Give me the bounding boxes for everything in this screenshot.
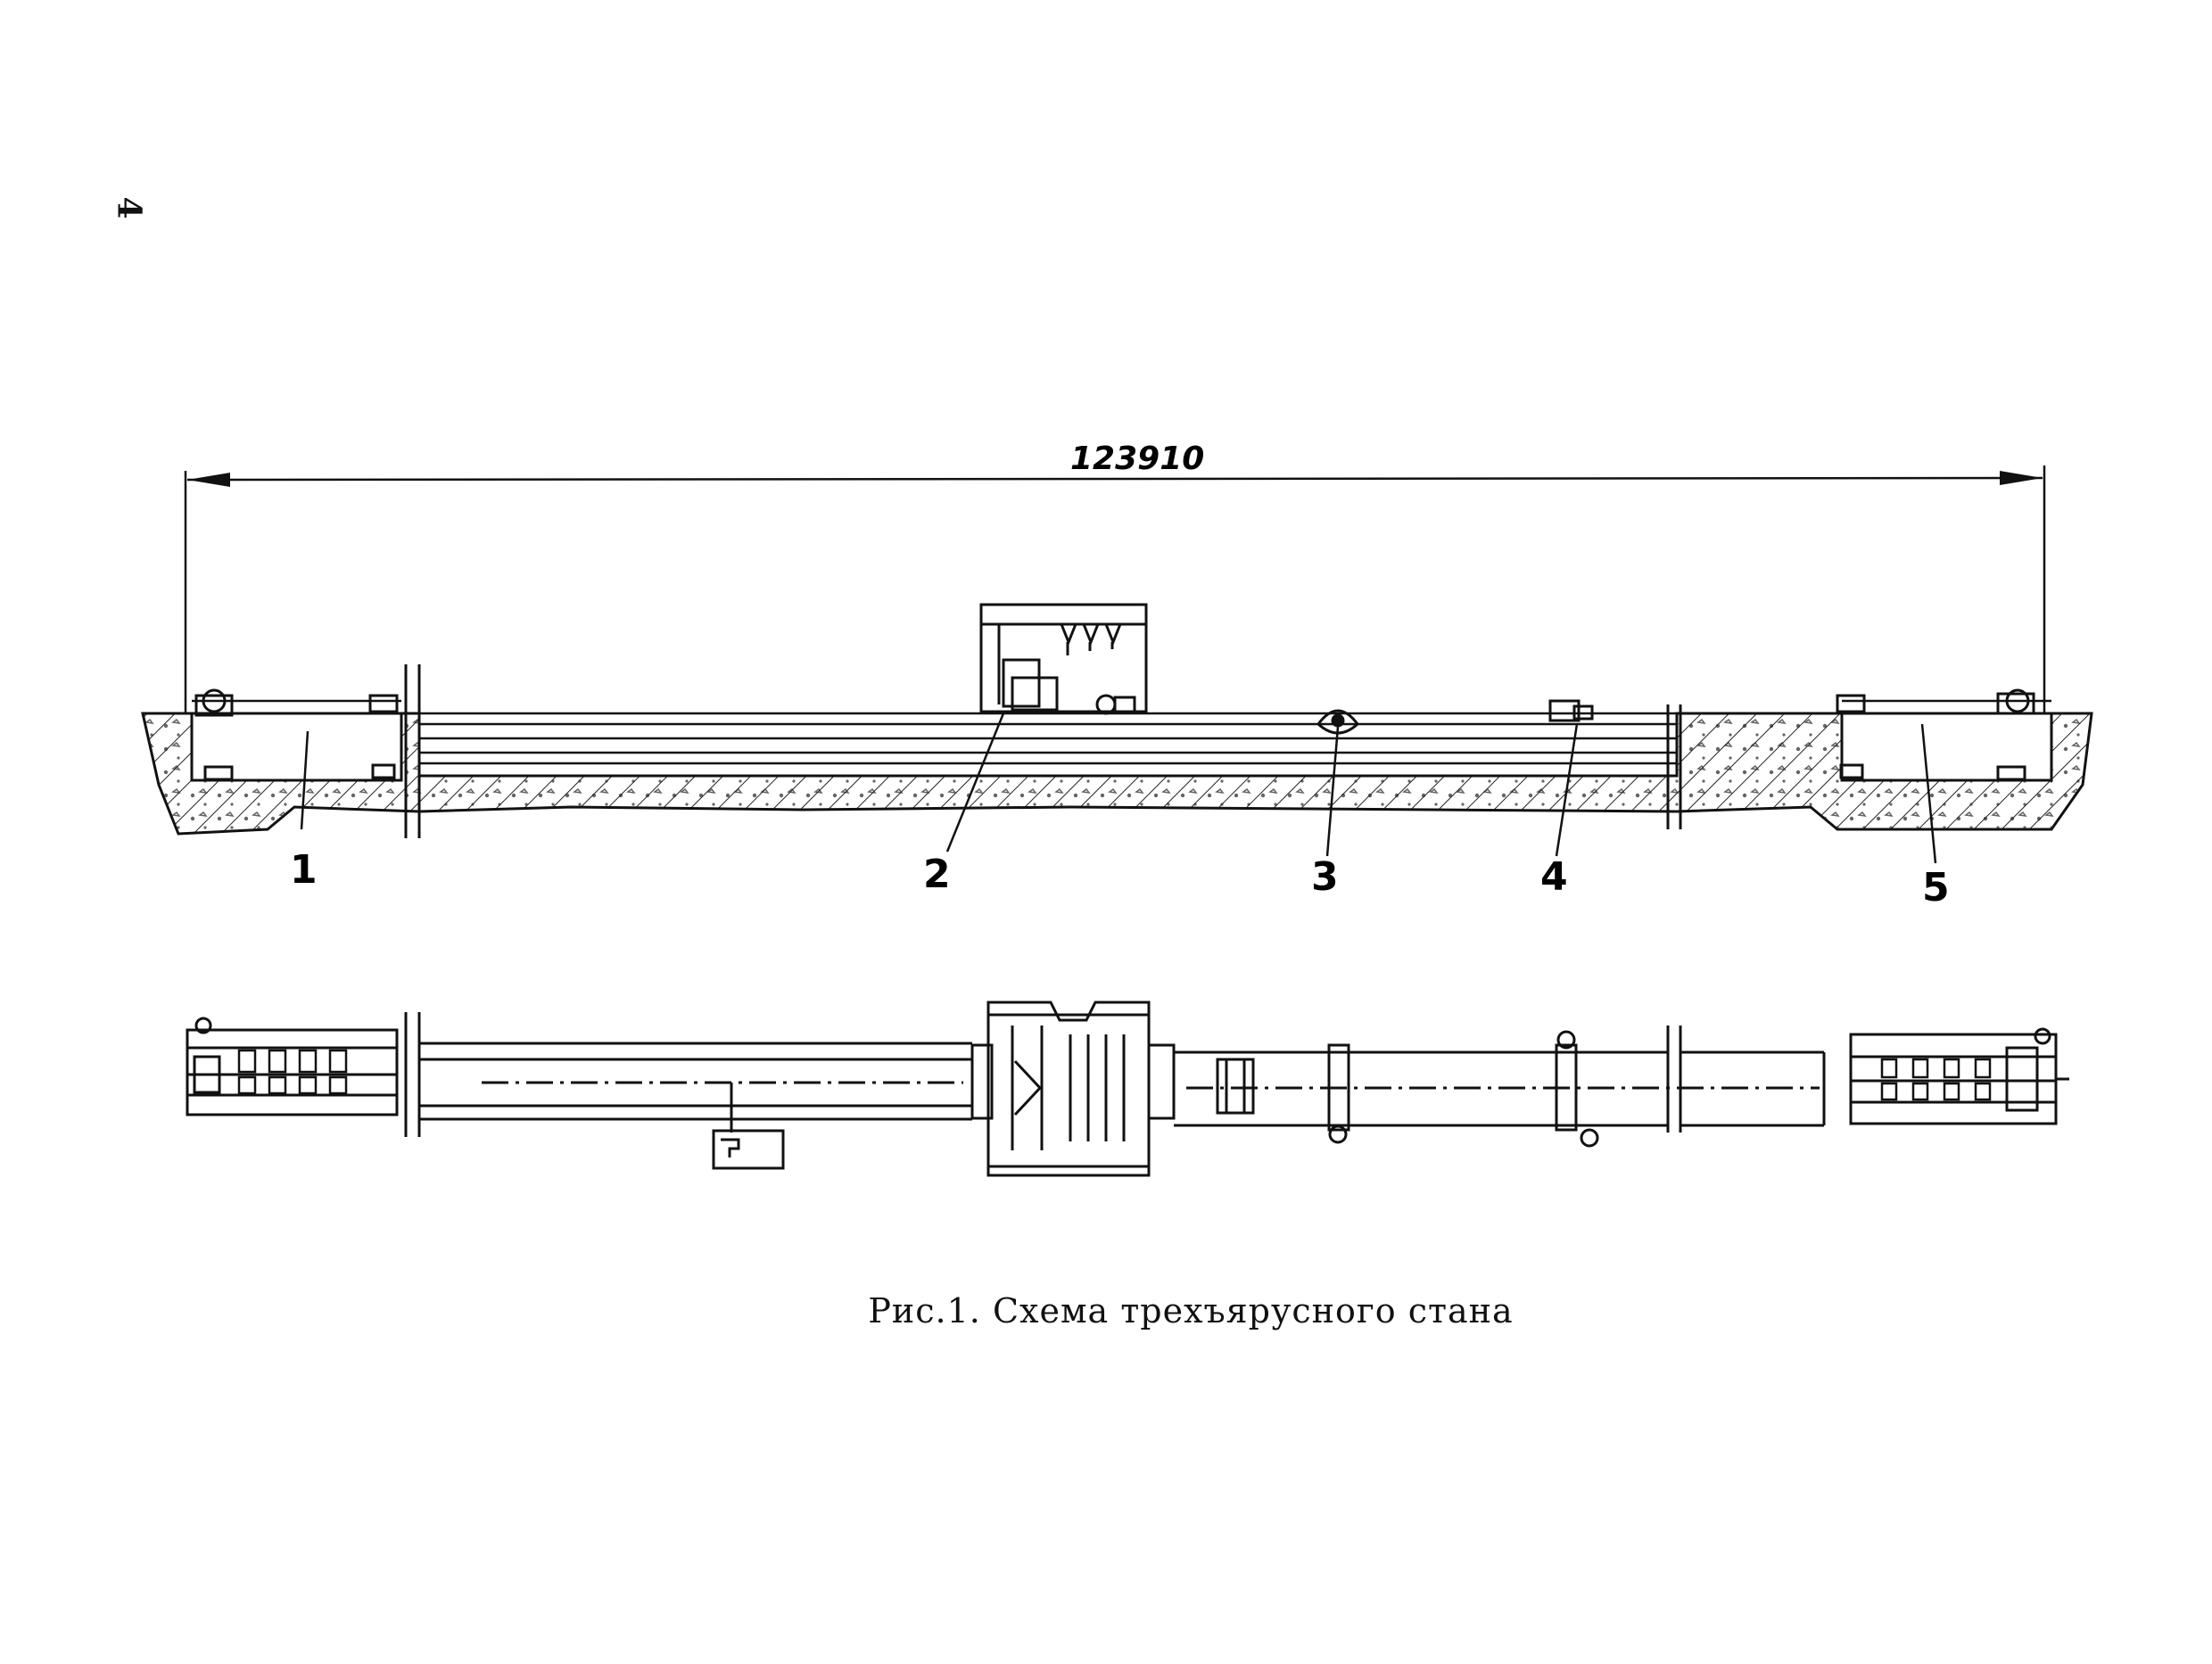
- callout-4: 4: [1540, 854, 1568, 900]
- figure-caption: Рис.1. Схема трехъярусного стана: [868, 1291, 1514, 1330]
- dimension-label: 123910: [1070, 441, 1204, 477]
- elevation-view: 1 2 3 4 5: [141, 603, 2093, 910]
- overall-dimension: 123910: [184, 441, 2046, 713]
- central-stand: [979, 603, 1148, 715]
- callout-1: 1: [290, 847, 318, 893]
- left-pit: [190, 712, 403, 782]
- plan-view: [186, 1001, 2069, 1177]
- callout-3: 3: [1311, 854, 1339, 900]
- callout-2: 2: [923, 852, 951, 897]
- right-pit: [1840, 712, 2053, 782]
- callout-5: 5: [1922, 865, 1950, 910]
